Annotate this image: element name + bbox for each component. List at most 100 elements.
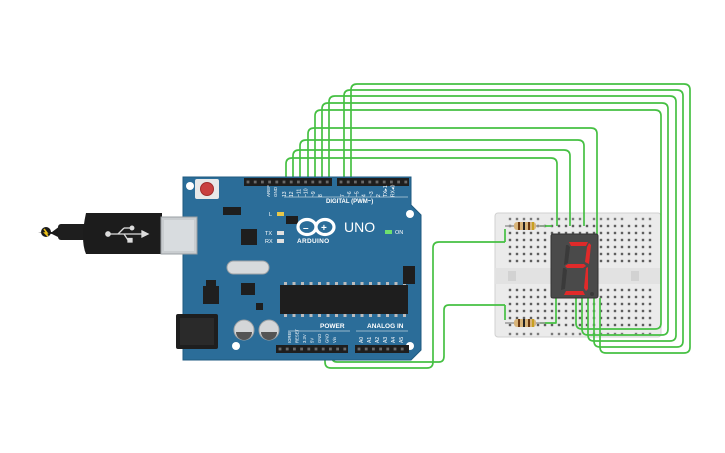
chip-pin: [301, 282, 304, 285]
breadboard-hole: [606, 295, 610, 299]
chip-pin: [394, 282, 398, 285]
breadboard-hole: [641, 259, 645, 263]
breadboard-hole: [599, 309, 603, 313]
breadboard-hole: [634, 252, 638, 256]
mount-hole: [232, 342, 240, 350]
header-pin: [390, 180, 393, 184]
breadboard-hole: [606, 288, 610, 292]
pin-label-digital: ~11: [296, 189, 302, 197]
breadboard-hole: [606, 238, 610, 242]
breadboard-hole: [543, 309, 547, 313]
breadboard-hole: [599, 245, 603, 249]
breadboard-hole: [508, 288, 512, 292]
chip-pin: [335, 314, 338, 317]
breadboard-rail-hole: [592, 217, 596, 221]
header-pin: [268, 180, 271, 184]
breadboard-hole: [578, 224, 582, 228]
breadboard-hole: [536, 288, 540, 292]
wire[interactable]: [299, 139, 585, 226]
header-pin: [300, 347, 303, 351]
label-on: ON: [395, 230, 403, 236]
breadboard-hole: [634, 259, 638, 263]
breadboard-hole: [620, 309, 624, 313]
breadboard-hole: [522, 252, 526, 256]
reset-button[interactable]: [200, 182, 214, 196]
voltage-regulator-tab: [206, 280, 216, 286]
resistor-top[interactable]: [505, 222, 545, 230]
wire[interactable]: [292, 149, 571, 226]
arduino-uno-board[interactable]: L TX RX ON – + ARDUINO UNO DIGITAL (PWM~…: [160, 176, 422, 361]
wire[interactable]: [324, 241, 505, 369]
breadboard-hole: [543, 302, 547, 306]
breadboard-hole: [522, 238, 526, 242]
chip-pin: [369, 282, 372, 285]
seven-segment-display[interactable]: [550, 233, 599, 299]
pin-label-digital: ~6: [347, 191, 353, 197]
breadboard-hole: [648, 302, 652, 306]
breadboard-hole: [627, 302, 631, 306]
usb-cable[interactable]: [38, 213, 162, 254]
wire[interactable]: [314, 109, 662, 330]
chip-pin: [386, 282, 389, 285]
breadboard-hole: [620, 316, 624, 320]
breadboard-hole: [613, 259, 617, 263]
breadboard-hole: [543, 245, 547, 249]
breadboard-hole: [634, 309, 638, 313]
breadboard-hole: [627, 288, 631, 292]
header-pin: [343, 347, 347, 351]
icsp-header: [223, 207, 241, 215]
breadboard-hole: [634, 231, 638, 235]
breadboard-hole: [529, 288, 533, 292]
led-l: [277, 212, 284, 216]
header-pin: [325, 180, 329, 184]
resistor-bottom[interactable]: [505, 319, 545, 327]
wire[interactable]: [331, 304, 505, 363]
header-pin: [278, 347, 282, 351]
breadboard-hole: [634, 316, 638, 320]
breadboard-rail-hole: [571, 217, 575, 221]
header-pin: [275, 180, 279, 184]
wire[interactable]: [285, 157, 558, 226]
breadboard-hole: [620, 252, 624, 256]
breadboard-hole: [627, 252, 631, 256]
header-pin: [368, 180, 372, 184]
segment-a: [569, 242, 588, 246]
wire[interactable]: [540, 298, 557, 324]
breadboard-hole: [648, 252, 652, 256]
wire[interactable]: [307, 127, 598, 240]
pin-label-digital: 7: [340, 194, 346, 197]
header-pin: [379, 347, 382, 351]
pin-label-gnd: GND: [273, 186, 278, 197]
breadboard-hole: [550, 302, 554, 306]
chip-pin: [309, 314, 313, 317]
pin-label-digital: ~3: [369, 191, 375, 197]
pin-label-power: RESET: [295, 329, 300, 343]
breadboard-hole: [648, 259, 652, 263]
breadboard-rail-hole: [613, 332, 617, 336]
header-pin: [314, 347, 318, 351]
power-header: [276, 345, 348, 353]
breadboard-hole: [508, 238, 512, 242]
breadboard-hole: [522, 295, 526, 299]
chip-pin: [301, 314, 304, 317]
breadboard-hole: [543, 231, 547, 235]
breadboard-rail-hole: [599, 332, 603, 336]
wire[interactable]: [343, 89, 684, 348]
breadboard-hole: [627, 231, 631, 235]
breadboard-hole: [641, 252, 645, 256]
wire[interactable]: [328, 95, 677, 342]
breadboard-hole: [627, 259, 631, 263]
breadboard-hole: [564, 231, 568, 235]
breadboard-hole: [627, 323, 631, 327]
wire[interactable]: [321, 102, 669, 336]
breadboard-hole: [599, 316, 603, 320]
breadboard-hole: [620, 238, 624, 242]
breadboard-rail-hole: [522, 332, 526, 336]
pin-label-power: GND: [317, 334, 322, 343]
breadboard-hole: [648, 309, 652, 313]
wire[interactable]: [350, 83, 691, 354]
chip-pin: [369, 314, 372, 317]
chip-pin: [343, 314, 347, 317]
atmega-pins: [284, 282, 406, 317]
